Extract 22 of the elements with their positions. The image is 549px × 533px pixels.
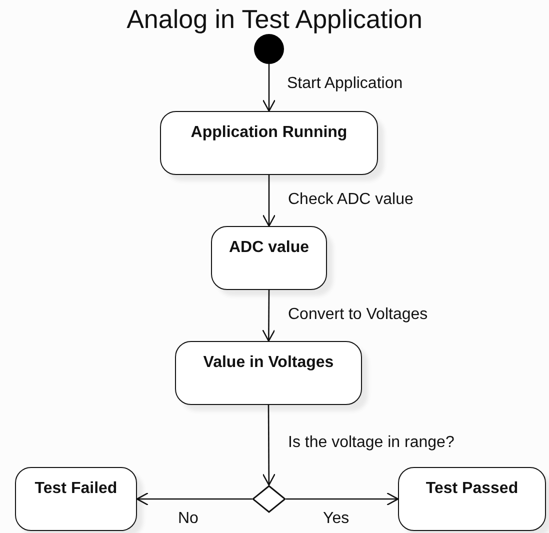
action-box — [398, 467, 546, 531]
initial-node — [254, 34, 284, 64]
arrow — [262, 290, 276, 342]
edge-label: Start Application — [287, 75, 403, 93]
arrow — [136, 492, 252, 506]
action-label: Value in Voltages — [202, 354, 335, 372]
arrow — [286, 492, 399, 506]
action-box — [160, 111, 378, 175]
diagram-title: Analog in Test Application — [126, 4, 422, 34]
arrow — [262, 405, 276, 486]
action-label: Test Failed — [34, 480, 118, 498]
action-label: Test Passed — [424, 480, 520, 498]
arrow — [262, 64, 276, 112]
action-label: Application Running — [190, 124, 348, 142]
action-box — [175, 341, 362, 405]
edge-label: Is the voltage in range? — [288, 434, 454, 452]
action-label: ADC value — [228, 239, 310, 257]
action-box — [15, 467, 137, 531]
decision-diamond — [252, 485, 286, 513]
action-box — [211, 226, 327, 290]
edge-label: Convert to Voltages — [288, 306, 428, 324]
arrow — [262, 175, 276, 227]
